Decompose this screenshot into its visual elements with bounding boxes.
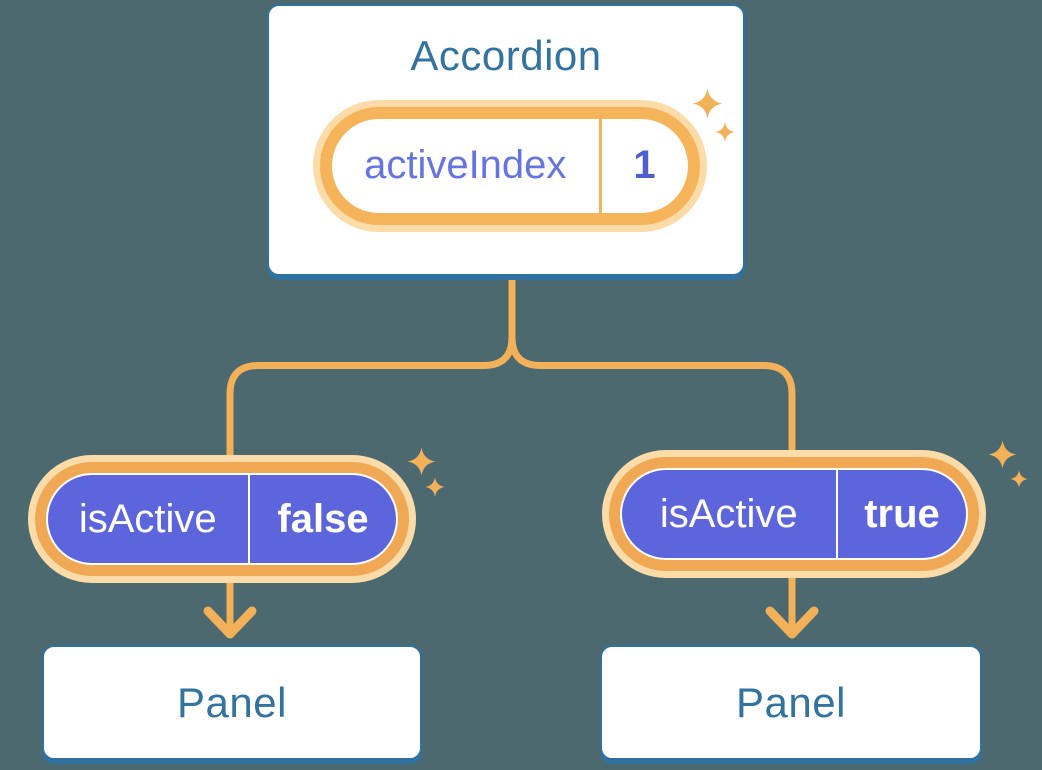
- prop-pill-ring: isActive false: [35, 462, 409, 576]
- panel-node-left: Panel: [42, 645, 422, 760]
- state-pill-ring: activeIndex 1: [319, 106, 700, 225]
- sparkle-icon: [715, 122, 735, 142]
- sparkle-icon: [407, 447, 436, 476]
- prop-pill-label: isActive: [659, 491, 798, 536]
- prop-pill-ring: isActive true: [609, 457, 979, 571]
- sparkle-icon: [1010, 470, 1028, 488]
- state-pill-divider: [599, 118, 602, 213]
- state-pill-value: 1: [633, 143, 656, 187]
- prop-pill-body: isActive true: [620, 468, 968, 560]
- state-pill-body: activeIndex 1: [331, 118, 688, 213]
- panel-node-right: Panel: [600, 645, 982, 760]
- panel-title: Panel: [736, 678, 846, 726]
- panel-title: Panel: [177, 678, 287, 726]
- accordion-title: Accordion: [410, 32, 602, 79]
- sparkle-icon: [988, 440, 1017, 469]
- arrow-head-right: [765, 606, 819, 639]
- connector-fork-right: [508, 272, 796, 470]
- prop-pill-value: false: [277, 496, 369, 541]
- prop-pill-label: isActive: [78, 496, 217, 541]
- prop-pill-isactive-false: isActive false: [28, 455, 416, 583]
- sparkle-icon: [425, 477, 445, 497]
- arrow-head-left: [203, 606, 257, 639]
- prop-pill-divider: [247, 475, 250, 563]
- prop-pill-body: isActive false: [46, 473, 398, 565]
- prop-pill-value: true: [864, 491, 940, 536]
- prop-pill-isactive-true: isActive true: [602, 450, 986, 578]
- prop-pill-divider: [835, 470, 838, 558]
- state-pill-activeindex: activeIndex 1: [312, 99, 707, 232]
- sparkle-icon: [692, 88, 723, 119]
- connector-fork-left: [226, 272, 516, 470]
- state-pill-label: activeIndex: [364, 143, 567, 187]
- accordion-node: Accordion activeIndex 1: [267, 4, 745, 276]
